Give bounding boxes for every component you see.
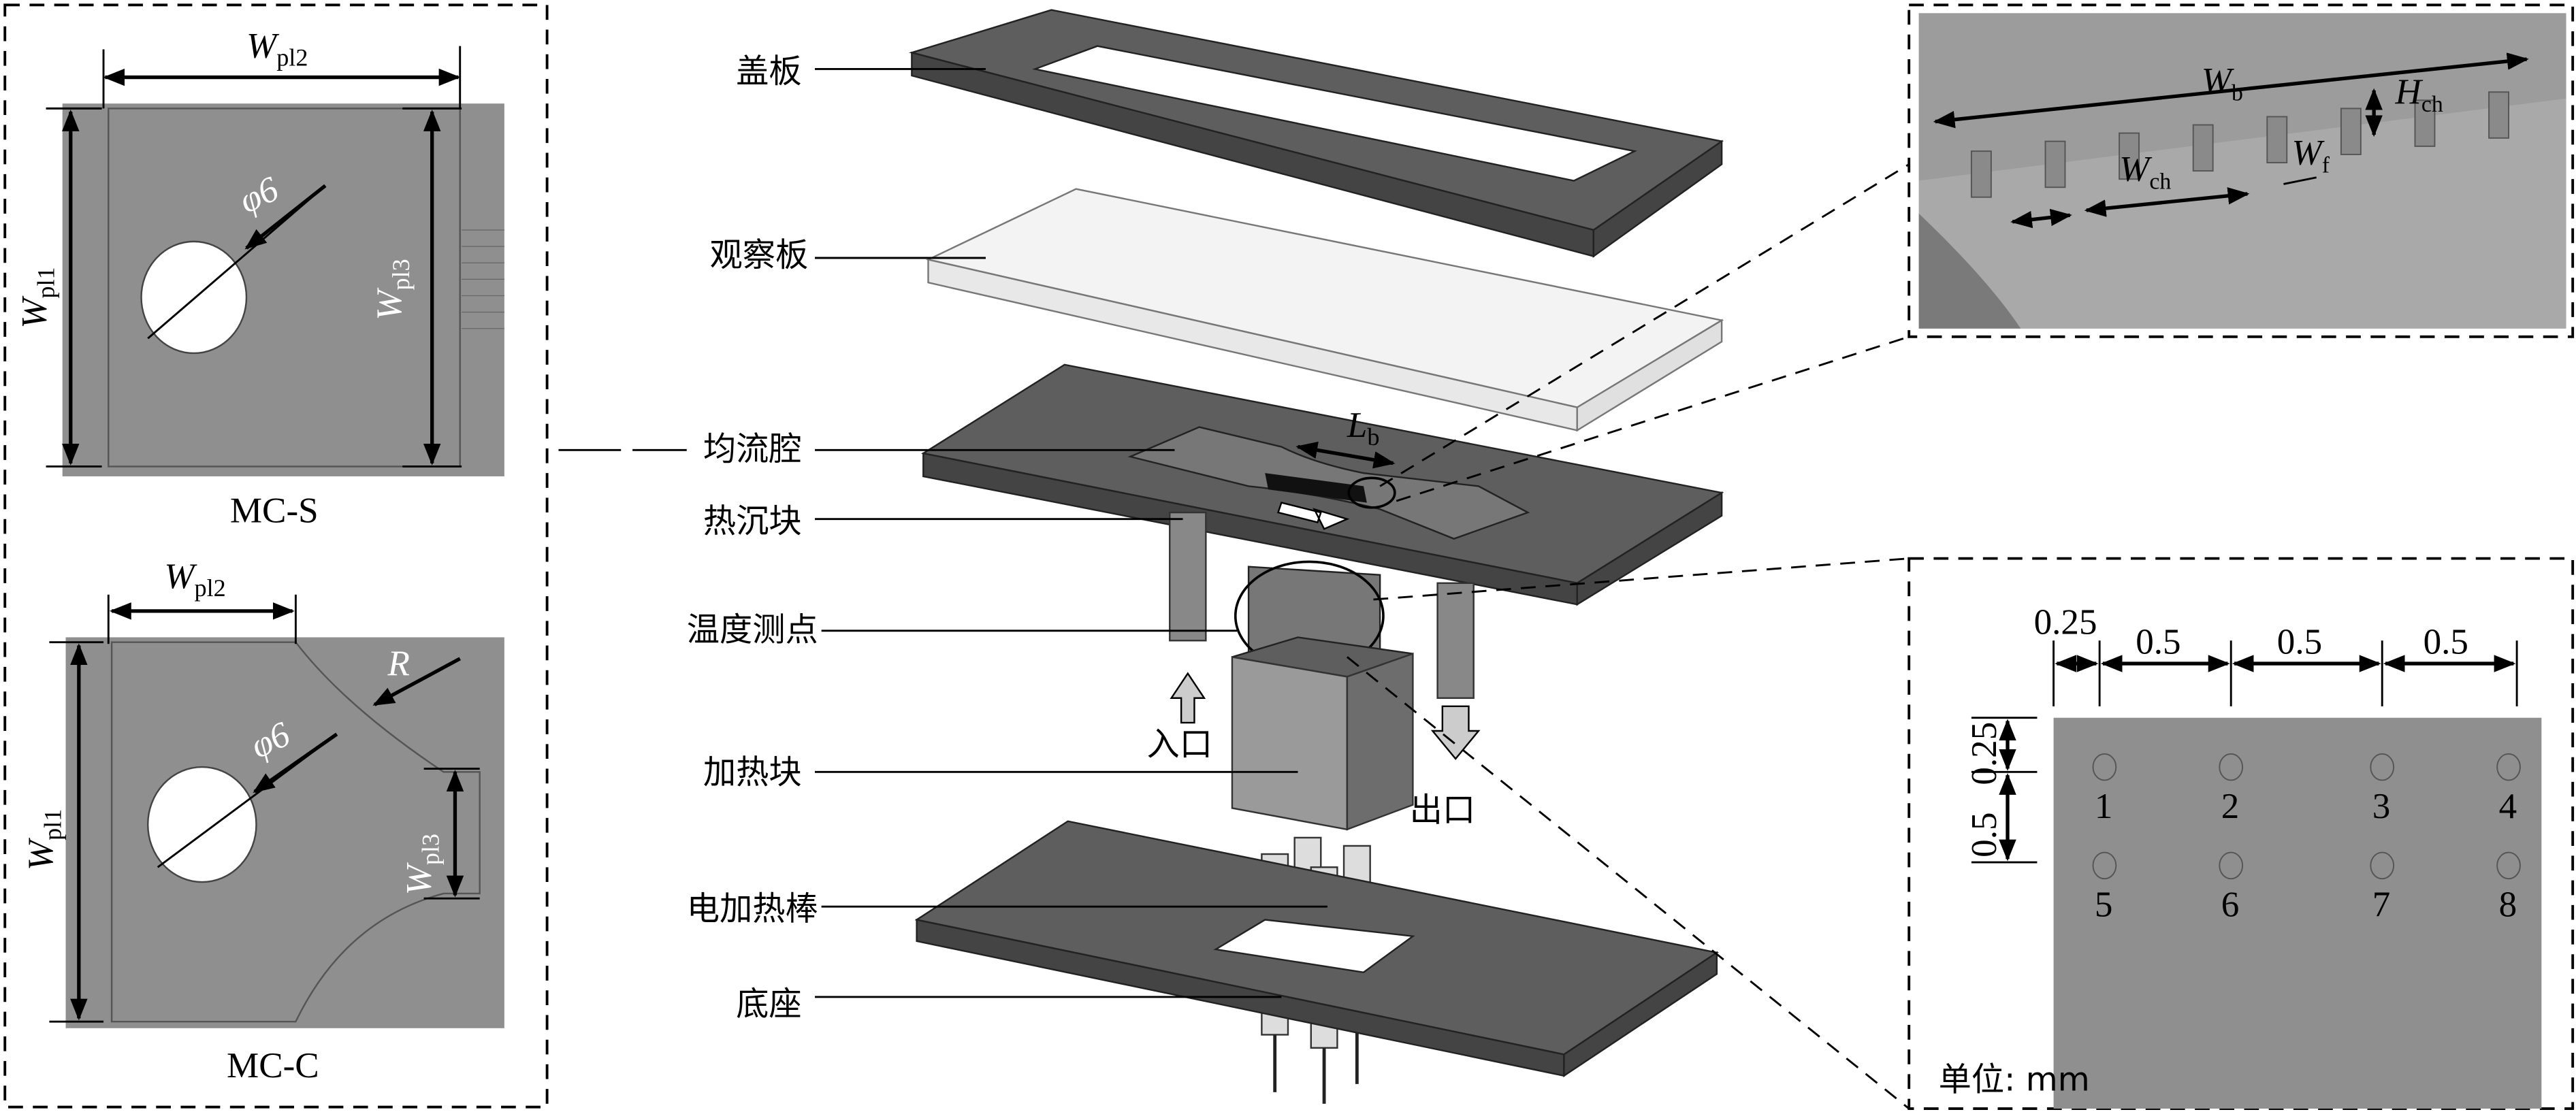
component-labels: 盖板 观察板 均流腔 热沉块 温度测点 加热块 电加热棒 底座 入口 出口 — [632, 52, 1475, 1024]
left-panel: Wpl2 Wpl1 Wpl3 φ6 MC-S R φ6 Wpl2 Wpl1 Wp… — [3, 3, 549, 1109]
label-base: 底座 — [736, 985, 802, 1024]
label-cover-plate: 盖板 — [736, 52, 802, 91]
mc-c-title: MC-C — [227, 1046, 319, 1085]
label-outlet: 出口 — [1410, 791, 1476, 830]
wf-label: Wf — [2292, 133, 2330, 178]
point-2: 2 — [2221, 787, 2240, 826]
mc-c-wpl2-label: Wpl2 — [164, 557, 225, 602]
hch-label: Hch — [2395, 72, 2443, 117]
point-5: 5 — [2095, 885, 2113, 925]
wch-label: Wch — [2119, 150, 2171, 195]
cover-plate — [908, 9, 1724, 258]
outlet-arrow-icon — [1430, 705, 1481, 760]
mc-s-drawing: Wpl2 Wpl1 Wpl3 φ6 MC-S — [15, 27, 504, 531]
label-temp-points: 温度测点 — [687, 610, 818, 649]
dim-y-1: 0.25 — [1965, 722, 2004, 785]
dim-x-3: 0.5 — [2277, 623, 2322, 662]
point-4: 4 — [2499, 787, 2517, 826]
temperature-points-panel: 0.25 0.5 0.5 0.5 0.25 0.5 1 2 3 4 5 6 7 … — [1907, 557, 2575, 1110]
wb-label: Wb — [2202, 61, 2243, 105]
label-plenum: 均流腔 — [703, 430, 802, 468]
mc-c-wpl3-label: Wpl3 — [399, 834, 444, 895]
dim-x-1: 0.25 — [2034, 603, 2097, 642]
mc-s-wpl1-label: Wpl1 — [15, 267, 60, 328]
dim-y-2: 0.5 — [1965, 812, 2004, 857]
mc-c-wpl1-label: Wpl1 — [21, 809, 66, 870]
point-1: 1 — [2095, 787, 2113, 826]
exploded-view: Lb — [908, 9, 1724, 1104]
heat-sink-plate: Lb — [921, 363, 1724, 606]
inlet-arrow-icon — [1170, 672, 1206, 724]
lb-label: Lb — [1347, 406, 1380, 451]
label-heater-block: 加热块 — [703, 753, 802, 791]
label-heating-rods: 电加热棒 — [687, 890, 818, 928]
mc-c-drawing: R φ6 Wpl2 Wpl1 Wpl3 MC-C — [21, 557, 504, 1085]
label-inlet: 入口 — [1146, 725, 1212, 764]
dim-x-2: 0.5 — [2136, 623, 2180, 662]
label-heat-sink: 热沉块 — [703, 502, 802, 540]
channel-detail-panel: Wb Hch Wch Wf — [1907, 3, 2575, 338]
point-7: 7 — [2372, 885, 2391, 925]
mc-s-wpl3-label: Wpl3 — [370, 259, 415, 320]
mc-c-radius-label: R — [387, 644, 410, 683]
mc-s-title: MC-S — [230, 491, 319, 531]
point-6: 6 — [2221, 885, 2240, 925]
observation-plate — [925, 188, 1724, 432]
inlet-hole — [140, 240, 248, 355]
point-3: 3 — [2372, 787, 2391, 826]
mc-s-wpl2-label: Wpl2 — [246, 27, 308, 71]
dim-x-4: 0.5 — [2424, 623, 2468, 662]
point-8: 8 — [2499, 885, 2517, 925]
unit-label: 单位: mm — [1939, 1061, 2090, 1099]
label-observation-plate: 观察板 — [710, 236, 809, 274]
